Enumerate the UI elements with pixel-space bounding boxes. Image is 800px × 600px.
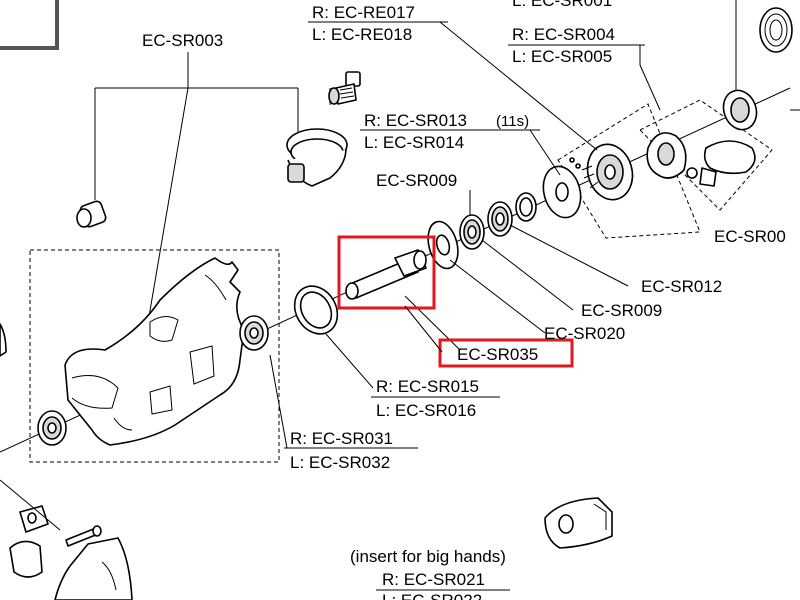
label-l-ec-sr022: L: EC-SR022 (382, 591, 482, 600)
label-ec-sr020: EC-SR020 (544, 324, 625, 343)
label-insert-note: (insert for big hands) (350, 547, 506, 566)
ratchet-plate-part (569, 143, 634, 201)
label-r-ec-sr021: R: EC-SR021 (382, 570, 485, 589)
hood-insert-part (544, 497, 613, 549)
label-ec-sr035: EC-SR035 (457, 345, 538, 364)
inset-box-frame (0, 0, 59, 50)
highlight-label-box (438, 338, 574, 368)
label-r-ec-sr015: R: EC-SR015 (376, 377, 479, 396)
label-l-ec-sr005: L: EC-SR005 (512, 47, 612, 66)
label-ec-sr009-bottom: EC-SR009 (581, 301, 662, 320)
label-ec-sr009-top: EC-SR009 (376, 171, 457, 190)
left-edge-part-stub (0, 323, 7, 357)
brake-lever-blade-part (54, 537, 133, 600)
cover-group-frame (639, 99, 773, 211)
ratchet-group-frame (557, 103, 701, 239)
lever-body-group-frame (29, 249, 280, 463)
cover-plate-part (646, 132, 687, 179)
lever-body-part (64, 257, 245, 446)
label-l-ec-sr014: L: EC-SR014 (364, 133, 464, 152)
ring-washer-part (515, 192, 537, 222)
spring-washer-part (427, 220, 459, 270)
clamp-screw-part (328, 71, 361, 105)
lower-left-leader (0, 479, 61, 531)
small-bushing-part (76, 200, 107, 228)
highlight-connector (404, 305, 443, 353)
ec-sr003-leader (94, 52, 331, 341)
label-speed-note: (11s) (496, 113, 529, 130)
label-ec-sr003: EC-SR003 (142, 31, 223, 50)
pivot-pin-part (65, 525, 102, 547)
bearing-ring-part-1 (459, 214, 485, 250)
label-l-ec-sr032: L: EC-SR032 (290, 453, 390, 472)
label-l-ec-sr001: L: EC-SR001 (512, 0, 612, 10)
label-l-ec-sr016: L: EC-SR016 (376, 401, 476, 420)
label-l-ec-re018: L: EC-RE018 (312, 25, 412, 44)
index-plate-part (542, 165, 582, 219)
clamp-band-part (286, 128, 348, 187)
label-ec-sr00-right: EC-SR00 (714, 227, 786, 246)
lever-bearing-right (239, 315, 269, 351)
label-ec-sr012: EC-SR012 (641, 277, 722, 296)
label-leaders (269, 0, 800, 449)
bracket-part (9, 505, 49, 578)
o-ring-part (293, 285, 339, 335)
coil-spring-part (759, 7, 793, 53)
lever-bearing-left (37, 410, 67, 446)
cap-bolt-part (686, 140, 756, 187)
label-r-ec-sr013: R: EC-SR013 (364, 111, 467, 130)
label-rules (284, 21, 645, 591)
label-r-ec-sr004: R: EC-SR004 (512, 25, 615, 44)
label-r-ec-re017: R: EC-RE017 (312, 3, 415, 22)
label-r-ec-sr031: R: EC-SR031 (290, 429, 393, 448)
bearing-ring-part-2 (487, 201, 513, 237)
highlight-shaft-box (337, 235, 436, 310)
shaft-part (345, 249, 427, 300)
end-cap-part (722, 89, 758, 131)
